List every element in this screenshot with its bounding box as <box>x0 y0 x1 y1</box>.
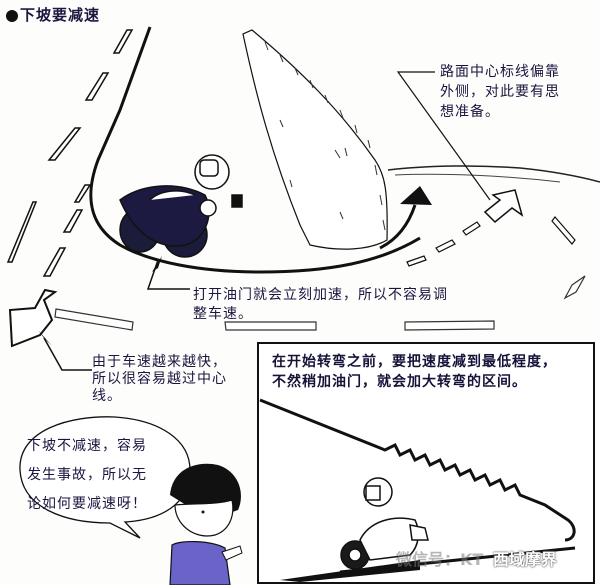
riding-path-arrow <box>379 204 417 250</box>
panel-line: 在开始转弯之前，要把速度减到最低程度， <box>272 354 557 370</box>
bullet-dot-icon <box>6 9 18 22</box>
road-edge-line <box>89 26 421 274</box>
annotation-line: 整车速。 <box>193 306 253 322</box>
annotation-line: 想准备。 <box>440 104 500 120</box>
arrow-center-line-outside <box>483 189 524 224</box>
tip-panel-text: 在开始转弯之前，要把速度减到最低程度， 不然稍加油门，就会加大转弯的区间。 <box>272 352 557 392</box>
pointer-line-center <box>396 71 491 201</box>
annotation-throttle: 打开油门就会立刻加速，所以不容易调 整车速。 <box>193 286 448 324</box>
page-title-text: 下坡要减速 <box>20 6 101 24</box>
riding-path-arrowhead <box>400 186 432 205</box>
annotation-speed: 由于车速越来越快， 所以很容易越过中心 线。 <box>92 354 227 405</box>
motorcycle-rider <box>119 154 243 258</box>
panel-motorcycle <box>340 477 429 570</box>
center-dashes-left <box>6 29 134 277</box>
page-title: 下坡要减速 <box>6 6 100 25</box>
watermark: 微信号：KT 西域摩界 <box>396 546 557 570</box>
annotation-line: 由于车速越来越快， <box>92 354 227 370</box>
annotation-line: 路面中心标线偏靠 <box>440 64 560 80</box>
bubble-line: 发生事故，所以无 <box>27 467 147 483</box>
speech-bubble-text: 下坡不减速，容易 发生事故，所以无 论如何要减速呀！ <box>27 432 147 519</box>
grass-strokes <box>264 41 386 231</box>
far-road-edge <box>387 165 600 183</box>
pointer-line-speed <box>43 337 92 371</box>
annotation-line: 打开油门就会立刻加速，所以不容易调 <box>193 287 448 303</box>
boy-character <box>169 463 243 585</box>
watermark-brand: 西域摩界 <box>492 550 557 569</box>
road-markings-bottom <box>54 275 586 331</box>
watermark-prefix: 微信号：KT <box>396 550 484 569</box>
center-dashes-curve <box>406 221 481 267</box>
annotation-line: 所以很容易越过中心 <box>92 371 227 387</box>
pointer-arrowhead-speed <box>38 330 52 346</box>
bubble-line: 下坡不减速，容易 <box>27 438 147 454</box>
tip-panel <box>257 342 595 584</box>
grass-median <box>242 29 388 250</box>
annotation-line: 线。 <box>92 388 122 404</box>
panel-line: 不然稍加油门，就会加大转弯的区间。 <box>272 374 527 390</box>
slope-line-zigzag <box>259 398 576 542</box>
annotation-center-line: 路面中心标线偏靠 外侧，对此要有思 想准备。 <box>440 62 560 122</box>
annotation-line: 外侧，对此要有思 <box>440 84 560 100</box>
arrow-left-overshoot <box>8 288 58 348</box>
bubble-line: 论如何要减速呀！ <box>27 496 147 512</box>
